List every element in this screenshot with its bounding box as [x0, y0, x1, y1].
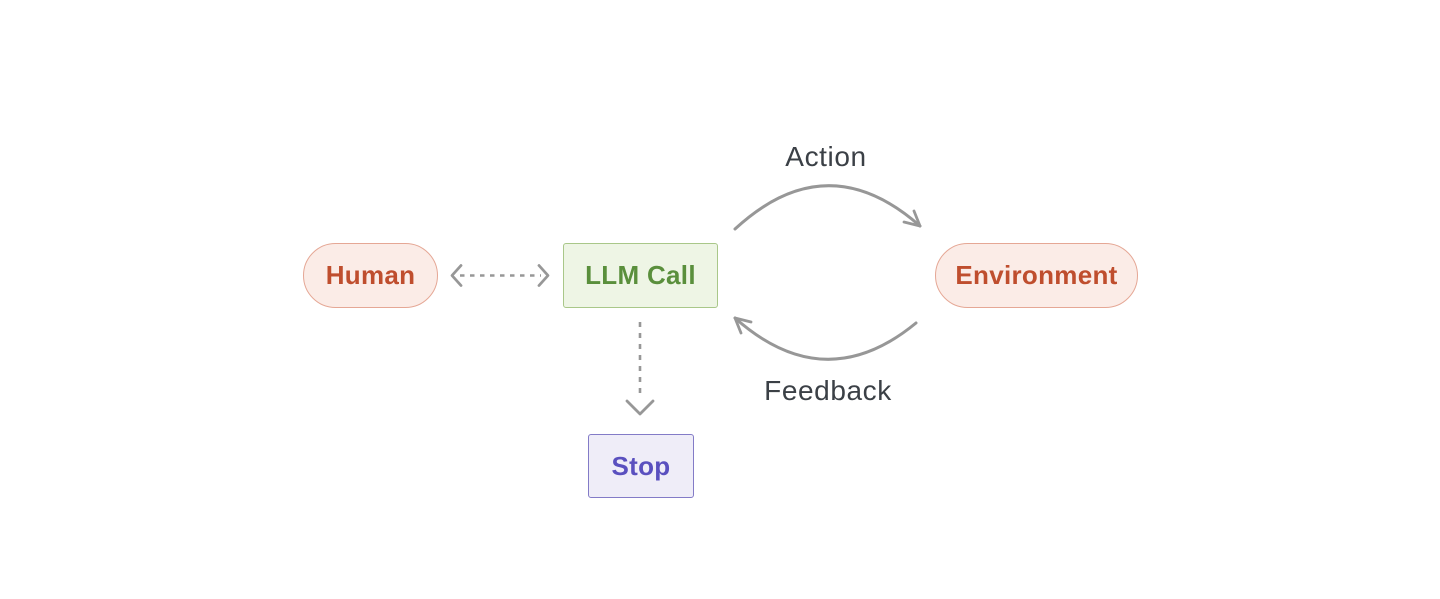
down-chevron-arrowhead-icon: [625, 399, 655, 416]
node-human: Human: [303, 243, 438, 308]
action-edge-label: Action: [785, 141, 867, 172]
node-llm-call: LLM Call: [563, 243, 718, 308]
feedback-curved-arrow: [733, 316, 918, 361]
node-stop-label: Stop: [611, 450, 671, 481]
node-environment: Environment: [935, 243, 1138, 308]
human-llmcall-dashed-double-arrow: [450, 264, 550, 287]
action-arrowhead-icon: [902, 209, 922, 228]
action-arc: [733, 184, 922, 231]
left-chevron-arrowhead-icon: [450, 264, 463, 287]
action-curved-arrow: [733, 184, 922, 231]
node-stop: Stop: [588, 434, 694, 498]
node-environment-label: Environment: [955, 260, 1118, 290]
llmcall-stop-dashed-arrow: [625, 322, 655, 416]
feedback-edge-label: Feedback: [764, 375, 892, 406]
node-human-label: Human: [325, 260, 416, 290]
feedback-arrowhead-icon: [733, 316, 753, 335]
feedback-arc: [733, 316, 918, 361]
node-llm-call-label: LLM Call: [585, 260, 696, 290]
right-chevron-arrowhead-icon: [537, 264, 550, 287]
